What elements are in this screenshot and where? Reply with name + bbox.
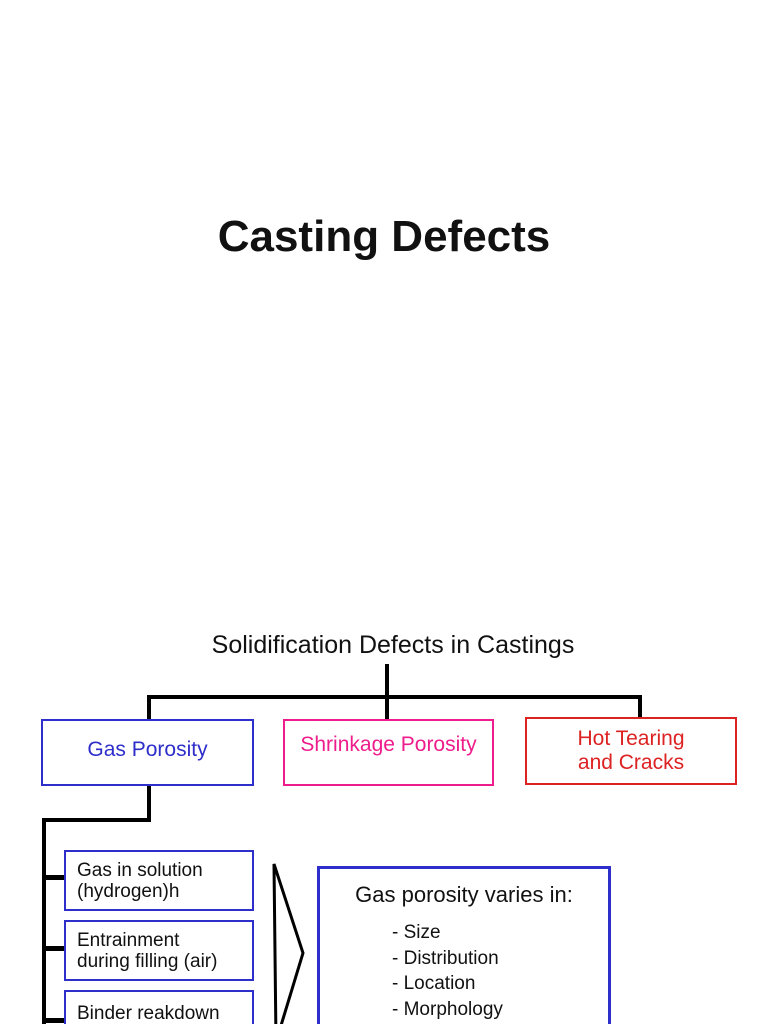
entrainment-line2: during filling (air) (77, 950, 218, 972)
info-box-items: - Size - Distribution - Location - Morph… (392, 920, 608, 1022)
shrinkage-porosity-label: Shrinkage Porosity (300, 732, 477, 756)
connector-branch-right-stub (638, 695, 642, 719)
info-item-size: - Size (392, 922, 441, 943)
connector-root-vertical (385, 664, 389, 719)
connector-tick-binder (43, 1018, 64, 1023)
box-binder-breakdown: Binder reakdown (64, 990, 254, 1024)
gas-porosity-label: Gas Porosity (87, 737, 208, 761)
box-gas-in-solution: Gas in solution (hydrogen)h (64, 850, 254, 911)
gas-in-solution-line1: Gas in solution (77, 859, 203, 881)
connector-gas-vertical (147, 786, 151, 820)
info-box-title: Gas porosity varies in: (355, 882, 573, 907)
box-hot-tearing-cracks: Hot Tearing and Cracks (525, 717, 737, 785)
connector-branch-horizontal (147, 695, 642, 699)
box-gas-porosity: Gas Porosity (41, 719, 254, 786)
hot-tearing-label-line2: and Cracks (577, 751, 685, 774)
connector-gas-elbow (42, 818, 151, 822)
info-item-morphology: - Morphology (392, 998, 503, 1020)
connector-gas-spine (42, 818, 46, 1024)
entrainment-line1: Entrainment (77, 929, 180, 951)
connector-tick-gas-in-solution (43, 875, 64, 880)
connector-branch-left-stub (147, 695, 151, 719)
diagram-heading: Solidification Defects in Castings (211, 631, 575, 659)
slide-title: Casting Defects (217, 212, 551, 261)
connector-tick-entrainment (43, 946, 64, 951)
box-shrinkage-porosity: Shrinkage Porosity (283, 719, 494, 786)
info-item-distribution: - Distribution (392, 947, 499, 969)
box-entrainment: Entrainment during filling (air) (64, 920, 254, 981)
info-item-location: - Location (392, 973, 476, 994)
gas-in-solution-line2: (hydrogen)h (77, 880, 180, 902)
hot-tearing-label-line1: Hot Tearing (577, 727, 685, 750)
triangle-pointer-icon (272, 863, 305, 1024)
binder-breakdown-line1: Binder reakdown (77, 1003, 220, 1024)
info-box-gas-porosity-varies: Gas porosity varies in: - Size - Distrib… (317, 866, 611, 1024)
